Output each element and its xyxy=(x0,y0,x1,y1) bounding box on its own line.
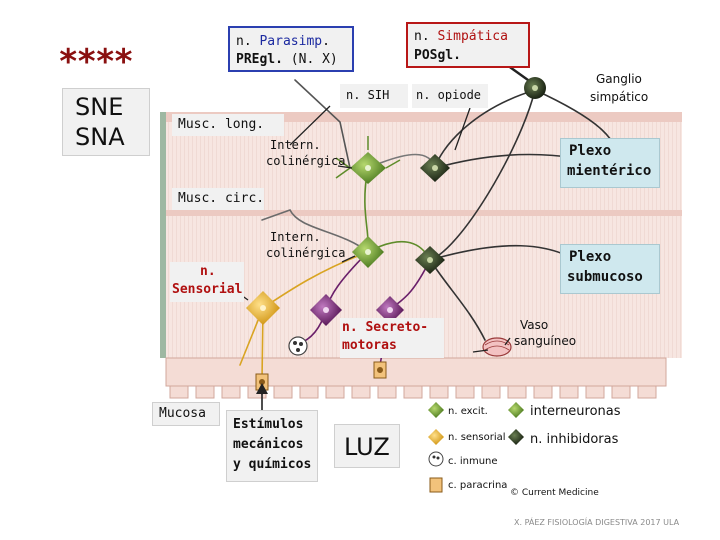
neuron-ganglion xyxy=(524,77,546,99)
legend-sensorial: n. sensorial xyxy=(448,432,506,443)
paracrine-cell xyxy=(373,361,387,379)
luz-box: LUZ xyxy=(334,424,400,468)
sensorial-box: n. Sensorial xyxy=(170,262,244,302)
sensorial-line1: n. xyxy=(200,264,216,279)
neuron-intern-colinergica-1 xyxy=(335,136,401,184)
sne-label: SNE xyxy=(75,93,124,121)
parasimp-suffix: . xyxy=(322,34,330,49)
plexo-mienterico-line2: mientérico xyxy=(567,163,652,179)
simpatica-prefix: n. xyxy=(414,29,430,44)
parasimpatica-box: n. Parasimp. PREgl. (N. X) xyxy=(228,26,354,72)
mucosa-villi xyxy=(165,357,667,399)
musc-long-label: Musc. long. xyxy=(178,117,265,132)
simpatica-posgl: POSgl. xyxy=(414,48,461,63)
plexo-mienterico-line1: Plexo xyxy=(569,143,612,159)
plexo-submucoso-line1: Plexo xyxy=(569,249,612,265)
stars-label: **** xyxy=(58,42,134,82)
plexo-submucoso-box: Plexo submucoso xyxy=(560,244,660,294)
simpatica-box: n. Simpática POSgl. xyxy=(406,22,530,68)
copyright-label: © Current Medicine xyxy=(510,488,599,498)
parasimp-preg: PREgl. xyxy=(236,52,283,67)
opiode-label: n. opiode xyxy=(416,88,482,102)
sih-label: n. SIH xyxy=(346,88,390,102)
intern1-line2: colinérgica xyxy=(266,154,346,168)
secretomotoras-box: n. Secreto- motoras xyxy=(340,318,444,358)
ganglio-label-line1: Ganglio xyxy=(596,72,642,86)
plexo-mienterico-box: Plexo mientérico xyxy=(560,138,660,188)
sne-sna-box: SNE SNA xyxy=(62,88,150,156)
luz-label: LUZ xyxy=(344,433,390,461)
stimulus-arrow xyxy=(256,383,268,412)
legend-paracrina: c. paracrina xyxy=(448,480,508,491)
mucosa-box: Mucosa xyxy=(152,402,220,426)
plexo-submucoso-line2: submucoso xyxy=(567,269,643,285)
blood-vessel xyxy=(482,337,512,357)
estimulos-box: Estímulos mecánicos y químicos xyxy=(226,410,318,482)
sna-label: SNA xyxy=(75,123,125,151)
footer-credit: X. PÁEZ FISIOLOGÍA DIGESTIVA 2017 ULA xyxy=(514,518,680,527)
neuron-plexo-mienterico-1 xyxy=(420,154,450,182)
vaso-line2: sanguíneo xyxy=(514,334,577,348)
neuron-plexo-submucoso-1 xyxy=(415,246,445,274)
ganglio-label-line2: simpático xyxy=(590,90,649,104)
immune-cell xyxy=(288,336,308,356)
musc-long-box: Musc. long. xyxy=(172,114,284,136)
neuron-intern-colinergica-2 xyxy=(352,236,384,268)
intern2-line1: Intern. xyxy=(270,230,321,244)
mucosa-sensor-cell xyxy=(255,373,269,391)
vaso-line1: Vaso xyxy=(520,318,549,332)
legend-inmune: c. inmune xyxy=(448,456,498,467)
legend-icons xyxy=(428,402,524,493)
intern1-line1: Intern. xyxy=(270,138,321,152)
opiode-box: n. opiode xyxy=(412,84,488,108)
parasimp-prefix: n. xyxy=(236,34,252,49)
neuron-secretomotora-1 xyxy=(310,294,342,326)
parasimp-word: Parasimp xyxy=(259,34,323,49)
neuron-secretomotora-2 xyxy=(376,296,404,324)
simpatica-word: Simpática xyxy=(437,29,508,44)
neuron-sensorial xyxy=(246,291,280,325)
sensorial-line2: Sensorial xyxy=(172,282,243,297)
legend-excit: n. excit. xyxy=(448,406,488,417)
parasimp-n10: (N. X) xyxy=(282,52,338,67)
secretomotoras-line1: n. Secreto- xyxy=(342,320,429,335)
estimulos-line3: y químicos xyxy=(233,457,312,472)
secretomotoras-line2: motoras xyxy=(342,338,397,353)
legend-interneuronas: interneuronas xyxy=(530,404,621,419)
estimulos-line1: Estímulos xyxy=(233,417,304,432)
musc-circ-label: Musc. circ. xyxy=(178,191,265,206)
musc-circ-box: Musc. circ. xyxy=(172,188,264,210)
estimulos-line2: mecánicos xyxy=(233,437,304,452)
intern2-line2: colinérgica xyxy=(266,246,346,260)
legend-inhibidoras: n. inhibidoras xyxy=(530,432,619,447)
sih-box: n. SIH xyxy=(340,84,408,108)
mucosa-label: Mucosa xyxy=(159,406,206,421)
